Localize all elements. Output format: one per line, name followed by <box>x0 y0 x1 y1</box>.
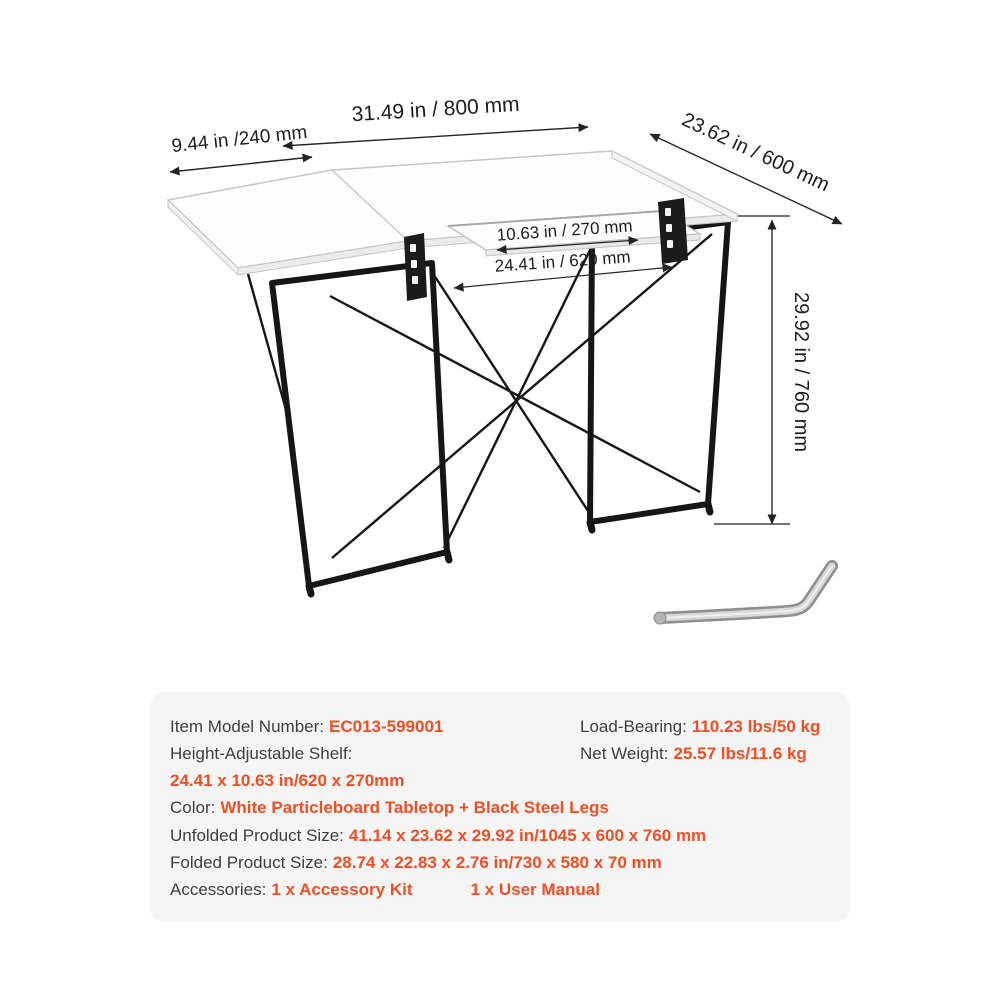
item-model-label: Item Model Number: <box>170 717 324 736</box>
dim-line-top-width <box>282 123 589 150</box>
dim-line-leaf-width <box>169 153 313 176</box>
net-weight-value: 25.57 lbs/11.6 kg <box>673 744 807 764</box>
foot-pad <box>443 548 453 564</box>
spec-row-1: Item Model Number: EC013-599001 Load-Bear… <box>170 716 830 737</box>
left-leg-frame <box>269 260 453 598</box>
foot-pad <box>305 582 315 598</box>
dim-line-depth <box>649 133 843 225</box>
spec-panel: Item Model Number: EC013-599001 Load-Bear… <box>150 692 850 922</box>
folded-size-label: Folded Product Size: <box>170 852 328 872</box>
accessory-kit-value: 1 x Accessory Kit <box>271 879 413 899</box>
dim-line-shelf-depth <box>496 236 639 254</box>
spec-row-2: Height-Adjustable Shelf: Net Weight:25.5… <box>170 743 830 764</box>
spec-row-4: Color:White Particleboard Tabletop + Bla… <box>170 797 830 818</box>
spec-item-model: Item Model Number: EC013-599001 <box>170 716 580 737</box>
wrench-ball-end <box>653 611 667 625</box>
dim-leaf-width: 9.44 in /240 mm <box>171 122 309 157</box>
hex-key-wrench <box>653 560 838 625</box>
dimension-labels: 31.49 in / 800 mm 9.44 in /240 mm 23.62 … <box>171 93 833 452</box>
shelf-label: Height-Adjustable Shelf: <box>170 744 353 764</box>
spec-row-7: Accessories:1 x Accessory Kit 1 x User Ma… <box>170 879 830 900</box>
shelf-value: 24.41 x 10.63 in/620 x 270mm <box>170 771 405 791</box>
leaf-seam <box>331 169 409 242</box>
leaf-support-bar <box>246 273 292 425</box>
spec-net-weight: Net Weight:25.57 lbs/11.6 kg <box>580 743 830 764</box>
user-manual-value: 1 x User Manual <box>470 879 600 899</box>
table-drawing: 31.49 in / 800 mm 9.44 in /240 mm 23.62 … <box>166 93 843 625</box>
cross-braces <box>246 233 713 559</box>
load-bearing-label: Load-Bearing: <box>580 717 687 736</box>
spec-load-bearing: Load-Bearing:110.23 lbs/50 kg <box>580 716 830 737</box>
dim-height: 29.92 in / 760 mm <box>790 292 812 452</box>
item-model-value: EC013-599001 <box>329 717 444 736</box>
net-weight-label: Net Weight: <box>580 744 669 764</box>
unfolded-size-label: Unfolded Product Size: <box>170 825 344 845</box>
dimension-annotations <box>169 123 843 525</box>
left-shelf-bracket <box>404 233 427 301</box>
dim-top-width: 31.49 in / 800 mm <box>351 93 520 127</box>
spec-row-6: Folded Product Size:28.74 x 22.83 x 2.76… <box>170 852 830 873</box>
foot-pad <box>704 500 714 516</box>
spec-shelf-label: Height-Adjustable Shelf: <box>170 743 580 764</box>
folded-size-value: 28.74 x 22.83 x 2.76 in/730 x 580 x 70 m… <box>332 852 662 872</box>
spec-row-5: Unfolded Product Size:41.14 x 23.62 x 29… <box>170 825 830 846</box>
color-value: White Particleboard Tabletop + Black Ste… <box>220 798 609 818</box>
load-bearing-value: 110.23 lbs/50 kg <box>691 717 821 736</box>
unfolded-size-value: 41.14 x 23.62 x 29.92 in/1045 x 600 x 76… <box>348 825 707 845</box>
right-shelf-bracket <box>658 198 688 264</box>
color-label: Color: <box>170 798 216 818</box>
foot-pad <box>586 518 596 534</box>
dim-line-shelf-width <box>453 263 673 292</box>
spec-row-3: 24.41 x 10.63 in/620 x 270mm <box>170 770 830 791</box>
accessories-label: Accessories: <box>170 879 267 899</box>
side-leaf <box>166 169 410 277</box>
